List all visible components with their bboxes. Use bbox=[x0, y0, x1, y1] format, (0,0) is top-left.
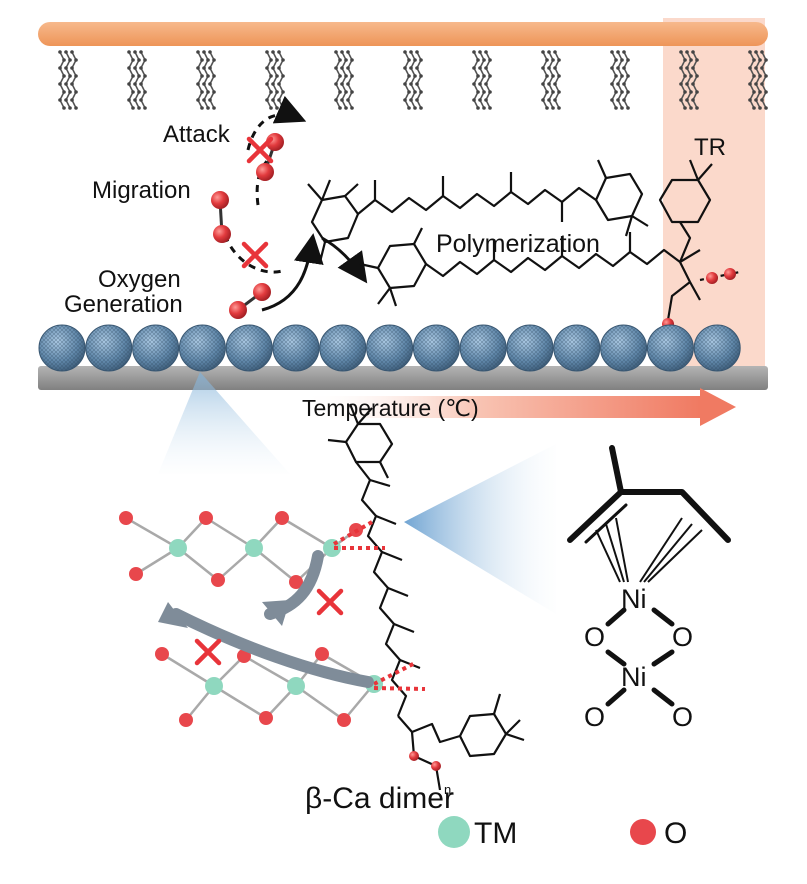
legend-o-swatch bbox=[630, 819, 656, 845]
lower-chain-oxygen bbox=[409, 751, 441, 771]
o2-molecule bbox=[229, 283, 271, 319]
cross-icon bbox=[241, 241, 269, 269]
oxygen-atom bbox=[315, 647, 329, 661]
cathode-particle bbox=[272, 324, 320, 372]
blocked-transfer-arrows bbox=[158, 550, 374, 688]
dimer-title: β-Ca dimer bbox=[305, 782, 454, 815]
graphite-sheet bbox=[127, 50, 147, 110]
cathode-particle bbox=[693, 324, 741, 372]
graphite-sheet bbox=[541, 50, 561, 110]
cross-icon bbox=[194, 638, 222, 666]
legend-tm-swatch bbox=[438, 816, 470, 848]
cathode-particle bbox=[85, 324, 133, 372]
graphite-sheet bbox=[679, 50, 699, 110]
graphite-sheet bbox=[403, 50, 423, 110]
cross-icon bbox=[316, 588, 344, 616]
cathode-particle bbox=[459, 324, 507, 372]
oxygen-atom bbox=[119, 511, 133, 525]
oxygen-to-polymer-arrow bbox=[321, 236, 368, 284]
oxygen-atom bbox=[179, 713, 193, 727]
oxygen-to-carotene-arrow bbox=[261, 233, 324, 312]
subscript-n: n bbox=[444, 782, 451, 797]
temperature-arrow bbox=[300, 388, 736, 426]
ni-bottom-label: Ni bbox=[621, 662, 647, 692]
o2-molecule bbox=[211, 191, 231, 243]
legend-tm-label: TM bbox=[474, 817, 517, 850]
graphite-sheet bbox=[58, 50, 78, 110]
tm-atom bbox=[245, 539, 263, 557]
cathode-particle bbox=[553, 324, 601, 372]
oxygen-atom bbox=[259, 711, 273, 725]
label-temperature: Temperature (℃) bbox=[302, 395, 479, 421]
label-generation: Generation bbox=[64, 291, 183, 318]
o-left-upper: O bbox=[584, 622, 605, 652]
cathode-particle bbox=[412, 324, 460, 372]
ni-coordination-hashes bbox=[595, 517, 703, 583]
ni-diene-complex bbox=[567, 445, 731, 544]
carotene-molecule-bottom bbox=[359, 159, 713, 321]
carotene-molecule-top bbox=[307, 159, 649, 263]
oxygen-atom bbox=[199, 511, 213, 525]
substrate-plate bbox=[38, 366, 768, 390]
tm-atom bbox=[287, 677, 305, 695]
label-tr: TR bbox=[694, 134, 726, 161]
cathode-particle bbox=[600, 324, 648, 372]
tm-carotene-bonds bbox=[332, 520, 426, 691]
cathode-particle bbox=[646, 324, 694, 372]
current-collector bbox=[38, 22, 768, 46]
red-cross-marks bbox=[241, 136, 274, 269]
cathode-particle bbox=[506, 324, 554, 372]
cathode-particle bbox=[225, 324, 273, 372]
tm-atom bbox=[205, 677, 223, 695]
tm-o-layer-top bbox=[119, 511, 363, 589]
cathode-particle bbox=[132, 324, 180, 372]
tr-region-band bbox=[663, 18, 765, 380]
graphite-sheet bbox=[472, 50, 492, 110]
graphite-sheets bbox=[58, 50, 768, 110]
graphite-sheet bbox=[334, 50, 354, 110]
oxygen-atom bbox=[155, 647, 169, 661]
o-right-lower: O bbox=[672, 702, 693, 732]
oxygen-atom bbox=[289, 575, 303, 589]
o-left-lower: O bbox=[584, 702, 605, 732]
oxygen-atom bbox=[129, 567, 143, 581]
oxygen-atom bbox=[275, 511, 289, 525]
label-attack: Attack bbox=[163, 121, 231, 148]
o-right-upper: O bbox=[672, 622, 693, 652]
graphite-sheet bbox=[748, 50, 768, 110]
cathode-particle bbox=[319, 324, 367, 372]
graphite-sheet bbox=[610, 50, 630, 110]
label-migration: Migration bbox=[92, 177, 191, 204]
graphite-sheet bbox=[265, 50, 285, 110]
carotene-chain-lower bbox=[327, 403, 525, 791]
oxygen-atom bbox=[211, 573, 225, 587]
cathode-particle bbox=[366, 324, 414, 372]
label-oxygen: Oxygen bbox=[98, 266, 181, 293]
label-polymerization: Polymerization bbox=[436, 230, 600, 258]
tm-oxygen-lattice bbox=[119, 511, 383, 727]
legend-o-label: O bbox=[664, 817, 687, 850]
oxygen-atom bbox=[337, 713, 351, 727]
zoom-beam-left bbox=[158, 372, 290, 474]
ni-o-bonds bbox=[605, 607, 675, 707]
cross-icon bbox=[246, 136, 274, 164]
cathode-particle-row bbox=[38, 324, 741, 372]
graphite-sheet bbox=[196, 50, 216, 110]
zoom-beam-right bbox=[404, 444, 556, 614]
tm-atom bbox=[169, 539, 187, 557]
cathode-particle bbox=[178, 324, 226, 372]
tm-atom bbox=[323, 539, 341, 557]
cathode-particle bbox=[38, 324, 86, 372]
